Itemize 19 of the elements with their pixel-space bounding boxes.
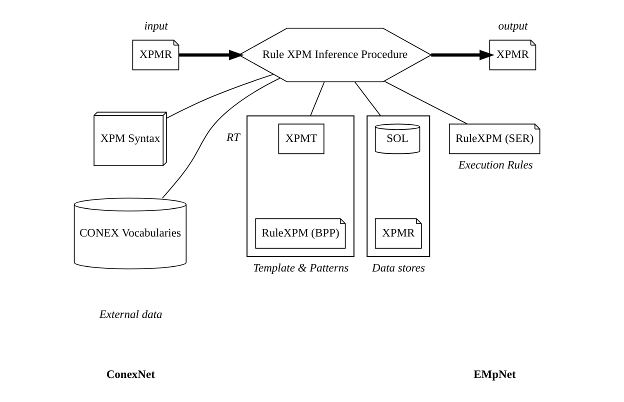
label: EMpNet (474, 369, 516, 382)
connector (166, 74, 274, 119)
connector (162, 78, 280, 198)
connector (310, 81, 325, 116)
arrow (431, 50, 494, 60)
node-label: output (498, 20, 528, 33)
node-box: XPMT (278, 124, 324, 154)
connector (384, 80, 468, 124)
arrow (178, 50, 244, 60)
connector (354, 81, 382, 116)
edge-label: RT (226, 132, 240, 144)
node-label: Template & Patterns (253, 262, 349, 274)
cluster (246, 115, 354, 258)
label: External data (99, 308, 162, 321)
node-label: input (144, 20, 168, 33)
node-label: Data stores (372, 262, 425, 274)
cluster (366, 115, 430, 258)
label: ConexNet (106, 369, 155, 382)
node-label: Execution Rules (458, 160, 533, 172)
